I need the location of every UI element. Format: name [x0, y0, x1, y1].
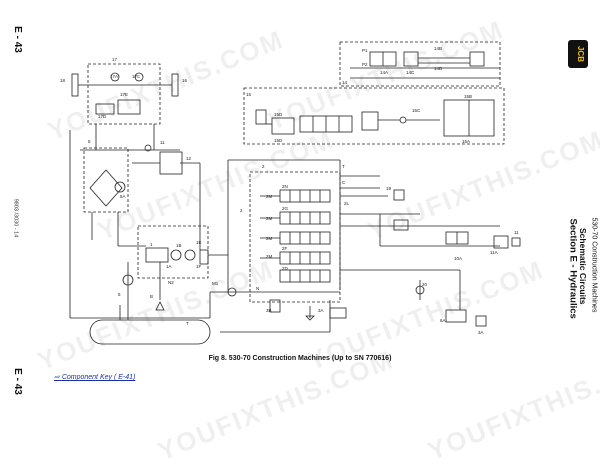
- svg-text:15D: 15D: [274, 112, 283, 117]
- arrow-icon: ⇨: [54, 374, 62, 381]
- svg-text:15: 15: [246, 92, 252, 97]
- svg-text:15D: 15D: [274, 138, 283, 143]
- svg-text:JCB: JCB: [576, 46, 585, 62]
- hydraulic-schematic: 17 18 16 17A 17C 17E 17D 5 11 12 5A 1 1B…: [60, 41, 521, 345]
- svg-text:N: N: [256, 286, 259, 291]
- svg-text:15B: 15B: [464, 94, 472, 99]
- svg-text:2: 2: [240, 208, 243, 213]
- svg-text:15A: 15A: [462, 139, 470, 144]
- svg-text:2M: 2M: [266, 254, 273, 259]
- svg-text:16: 16: [182, 78, 188, 83]
- svg-text:6A: 6A: [440, 318, 446, 323]
- svg-text:6: 6: [118, 292, 121, 297]
- svg-text:2N: 2N: [282, 184, 288, 189]
- svg-text:12: 12: [186, 156, 192, 161]
- svg-text:14: 14: [342, 80, 348, 85]
- svg-text:M1: M1: [212, 281, 219, 286]
- svg-text:2: 2: [262, 164, 265, 169]
- component-key-link[interactable]: ⇨ Component Key ( E-41): [54, 373, 135, 381]
- jcb-logo: JCB: [568, 40, 588, 68]
- svg-text:T: T: [186, 321, 189, 326]
- svg-text:17E: 17E: [120, 92, 128, 97]
- svg-text:17: 17: [112, 57, 118, 62]
- svg-text:20: 20: [422, 282, 428, 287]
- svg-text:1B: 1B: [176, 243, 182, 248]
- svg-text:14C: 14C: [406, 70, 415, 75]
- svg-text:14A: 14A: [380, 70, 388, 75]
- svg-text:2M: 2M: [266, 236, 273, 241]
- svg-text:2D: 2D: [282, 266, 289, 271]
- svg-text:N2: N2: [168, 280, 174, 285]
- component-key-label: Component Key ( E-41): [61, 374, 136, 381]
- svg-text:19: 19: [386, 186, 392, 191]
- svg-text:3B: 3B: [266, 308, 272, 313]
- svg-text:5A: 5A: [120, 194, 126, 199]
- svg-text:2L: 2L: [344, 201, 350, 206]
- svg-text:17A: 17A: [110, 74, 118, 79]
- svg-text:18: 18: [60, 78, 66, 83]
- svg-text:11A: 11A: [490, 250, 498, 255]
- svg-text:14D: 14D: [434, 66, 443, 71]
- svg-text:2F: 2F: [282, 246, 288, 251]
- svg-text:14B: 14B: [434, 46, 442, 51]
- svg-text:1F: 1F: [196, 264, 202, 269]
- svg-text:2G: 2G: [282, 206, 289, 211]
- svg-text:B: B: [150, 294, 153, 299]
- svg-text:17D: 17D: [98, 114, 107, 119]
- svg-text:10A: 10A: [454, 256, 462, 261]
- svg-text:5: 5: [88, 139, 91, 144]
- svg-text:15C: 15C: [412, 108, 421, 113]
- svg-text:1E: 1E: [196, 240, 202, 245]
- svg-text:P2: P2: [362, 62, 368, 67]
- svg-text:1A: 1A: [166, 264, 172, 269]
- svg-text:P1: P1: [362, 48, 368, 53]
- figure-caption: Fig 8. 530-70 Construction Machines (Up …: [208, 355, 392, 362]
- svg-text:11: 11: [514, 230, 519, 235]
- svg-text:2M: 2M: [266, 194, 273, 199]
- svg-text:17C: 17C: [132, 74, 141, 79]
- svg-text:1: 1: [150, 242, 153, 247]
- svg-text:C: C: [342, 180, 346, 185]
- svg-text:3A: 3A: [478, 330, 484, 335]
- svg-text:2M: 2M: [266, 216, 273, 221]
- svg-text:11: 11: [160, 140, 165, 145]
- svg-text:T: T: [342, 164, 345, 169]
- svg-text:3A: 3A: [318, 308, 324, 313]
